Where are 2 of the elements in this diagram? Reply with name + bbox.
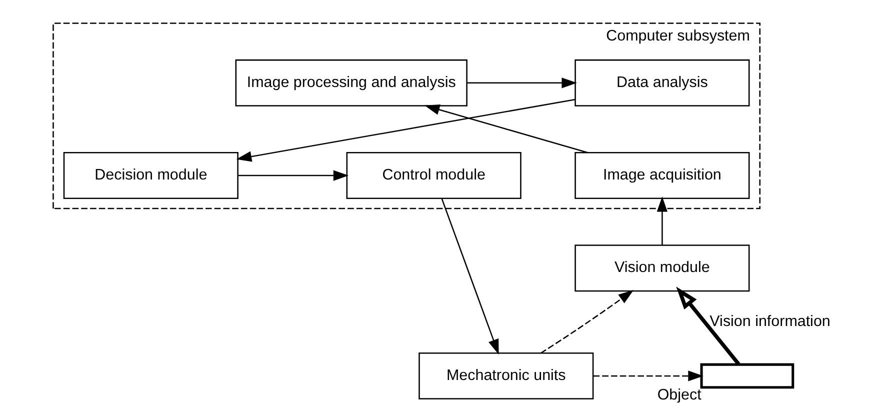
node-label: Object bbox=[657, 386, 702, 404]
edge-label: Vision information bbox=[710, 312, 830, 330]
